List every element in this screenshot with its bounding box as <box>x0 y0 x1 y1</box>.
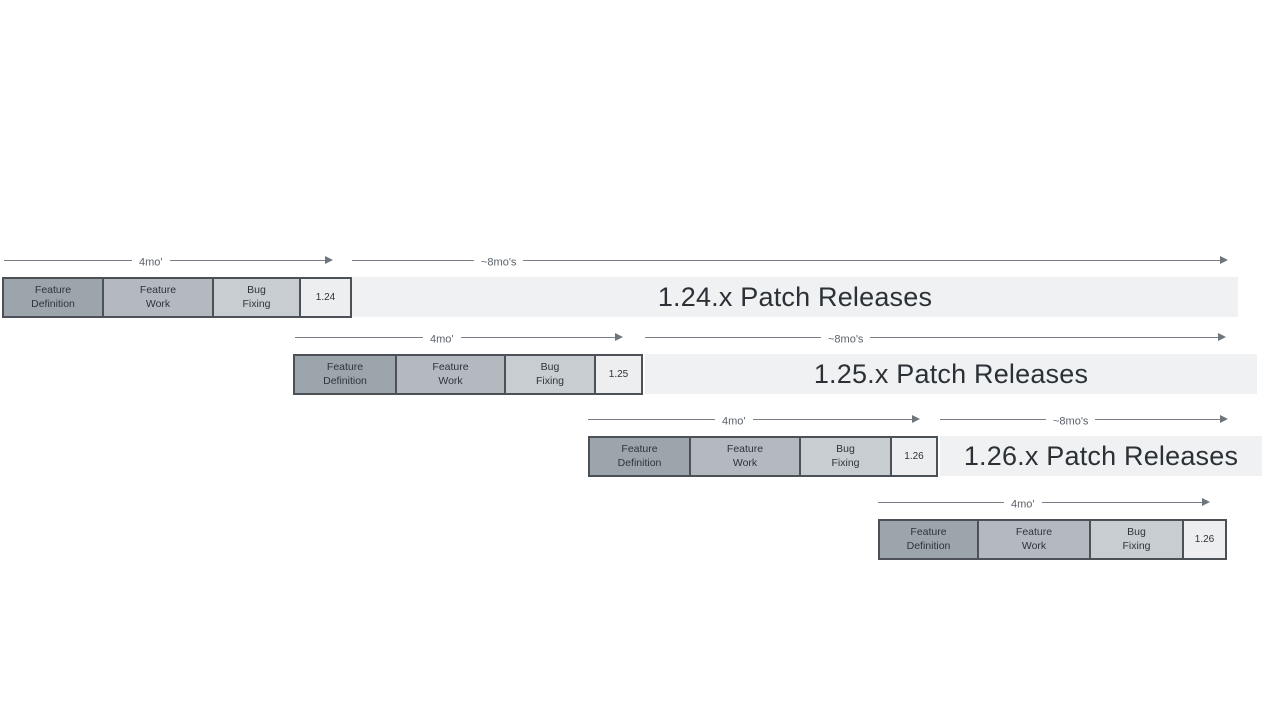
duration-label-4mo: 4mo' <box>430 333 454 346</box>
arrow-line <box>1095 418 1221 420</box>
patch-releases-bar-1.26: 1.26.x Patch Releases <box>940 436 1262 476</box>
duration-arrow-8mo-row3: ~8mo's <box>940 411 1228 428</box>
release-cycle-strip-1.26: Feature Definition Feature Work Bug Fixi… <box>588 436 938 477</box>
arrow-line <box>460 336 616 338</box>
phase-box-feature-work: Feature Work <box>689 438 799 475</box>
arrow-line <box>169 259 326 261</box>
arrowhead-icon <box>1218 333 1226 341</box>
arrow-line <box>870 336 1219 338</box>
version-box: 1.25 <box>594 356 641 393</box>
version-box: 1.26 <box>1182 521 1225 558</box>
duration-arrow-4mo-row3: 4mo' <box>588 411 920 428</box>
release-cycle-strip-1.25: Feature Definition Feature Work Bug Fixi… <box>293 354 643 395</box>
phase-box-feature-definition: Feature Definition <box>590 438 689 475</box>
arrowhead-icon <box>615 333 623 341</box>
arrow-line <box>878 501 1004 503</box>
release-cycle-strip-1.24: Feature Definition Feature Work Bug Fixi… <box>2 277 352 318</box>
duration-label-4mo: 4mo' <box>1011 498 1035 511</box>
version-box: 1.26 <box>890 438 936 475</box>
duration-label-8mo: ~8mo's <box>481 256 517 269</box>
patch-releases-bar-1.25: 1.25.x Patch Releases <box>645 354 1257 394</box>
duration-label-8mo: ~8mo's <box>828 333 864 346</box>
phase-box-feature-definition: Feature Definition <box>295 356 395 393</box>
phase-box-bug-fixing: Bug Fixing <box>212 279 299 316</box>
version-box: 1.24 <box>299 279 350 316</box>
phase-box-feature-definition: Feature Definition <box>880 521 977 558</box>
arrowhead-icon <box>1220 415 1228 423</box>
arrowhead-icon <box>1220 256 1228 264</box>
arrow-line <box>4 259 132 261</box>
arrow-line <box>752 418 913 420</box>
phase-box-feature-work: Feature Work <box>977 521 1089 558</box>
duration-arrow-4mo-row2: 4mo' <box>295 329 623 346</box>
phase-box-feature-work: Feature Work <box>395 356 504 393</box>
duration-label-4mo: 4mo' <box>139 256 163 269</box>
arrow-line <box>645 336 821 338</box>
duration-arrow-4mo-row1: 4mo' <box>4 252 333 269</box>
phase-box-feature-work: Feature Work <box>102 279 212 316</box>
patch-releases-bar-1.24: 1.24.x Patch Releases <box>352 277 1238 317</box>
arrow-line <box>1041 501 1203 503</box>
phase-box-bug-fixing: Bug Fixing <box>799 438 890 475</box>
duration-arrow-8mo-row2: ~8mo's <box>645 329 1226 346</box>
arrowhead-icon <box>1202 498 1210 506</box>
phase-box-bug-fixing: Bug Fixing <box>504 356 594 393</box>
arrow-line <box>940 418 1046 420</box>
arrow-line <box>588 418 715 420</box>
arrow-line <box>295 336 423 338</box>
arrowhead-icon <box>912 415 920 423</box>
release-cycle-strip-next: Feature Definition Feature Work Bug Fixi… <box>878 519 1227 560</box>
phase-box-bug-fixing: Bug Fixing <box>1089 521 1182 558</box>
arrow-line <box>352 259 474 261</box>
duration-arrow-4mo-row4: 4mo' <box>878 494 1210 511</box>
arrowhead-icon <box>325 256 333 264</box>
arrow-line <box>523 259 1221 261</box>
phase-box-feature-definition: Feature Definition <box>4 279 102 316</box>
duration-label-4mo: 4mo' <box>722 415 746 428</box>
duration-arrow-8mo-row1: ~8mo's <box>352 252 1228 269</box>
duration-label-8mo: ~8mo's <box>1053 415 1089 428</box>
